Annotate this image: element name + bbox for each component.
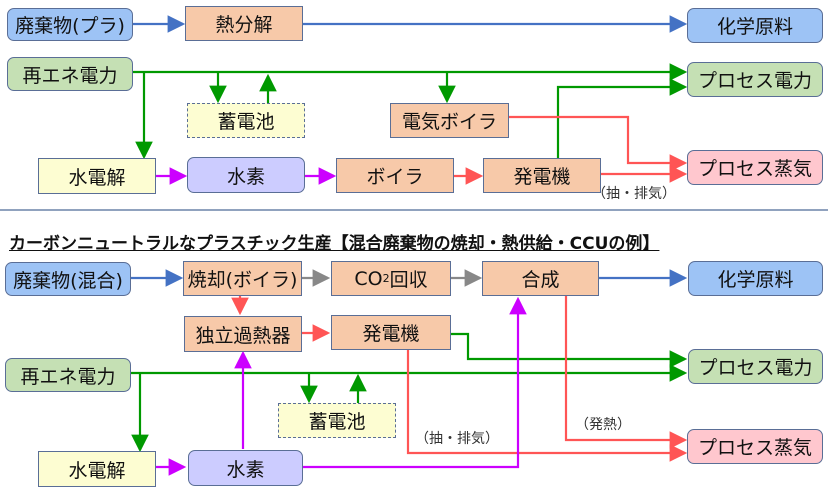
node-process-power: プロセス電力 bbox=[687, 62, 823, 97]
node-electric-boiler: 電気ボイラ bbox=[390, 103, 509, 138]
node-superheater: 独立過熱器 bbox=[184, 316, 302, 352]
node-hydrogen: 水素 bbox=[187, 157, 305, 193]
node-battery: 蓄電池 bbox=[187, 103, 305, 138]
capture-label: 回収 bbox=[389, 269, 428, 291]
node-chemical-feedstock: 化学原料 bbox=[687, 8, 823, 43]
note-extraction: （抽・排気） bbox=[592, 186, 676, 202]
arrow-synthesis-to-steam bbox=[564, 295, 688, 449]
node-synthesis: 合成 bbox=[482, 261, 599, 296]
node-generator: 発電機 bbox=[331, 315, 451, 350]
node-process-power: プロセス電力 bbox=[688, 349, 823, 384]
note-heat: （発熱） bbox=[575, 417, 631, 433]
node-electrolysis: 水電解 bbox=[38, 158, 156, 194]
section-title: カーボンニュートラルなプラスチック生産【混合廃棄物の焼却・熱供給・CCUの例】 bbox=[9, 234, 660, 254]
arrow-hydrogen-to-synthesis bbox=[303, 296, 527, 469]
co2-subscript: 2 bbox=[382, 272, 390, 285]
arrow-generator-to-steam bbox=[406, 350, 688, 462]
node-electrolysis: 水電解 bbox=[38, 451, 156, 487]
node-renewable-power: 再エネ電力 bbox=[7, 57, 133, 91]
node-boiler: ボイラ bbox=[336, 158, 454, 193]
note-extraction: （抽・排気） bbox=[415, 431, 499, 447]
node-pyrolysis: 熱分解 bbox=[185, 6, 303, 41]
arrow-generator-to-process-power bbox=[451, 332, 688, 368]
node-hydrogen: 水素 bbox=[188, 450, 303, 486]
co2-label: CO bbox=[354, 267, 383, 290]
node-process-steam: プロセス蒸気 bbox=[687, 429, 823, 464]
node-waste-plastic: 廃棄物(プラ) bbox=[7, 8, 133, 41]
arrow-generator-to-process-power bbox=[556, 78, 688, 158]
node-generator: 発電機 bbox=[483, 158, 601, 193]
node-battery: 蓄電池 bbox=[278, 403, 396, 438]
arrow-electric-boiler-to-steam bbox=[509, 115, 688, 172]
node-incineration: 焼却(ボイラ) bbox=[183, 261, 302, 296]
node-waste-mixed: 廃棄物(混合) bbox=[5, 262, 131, 296]
node-process-steam: プロセス蒸気 bbox=[687, 150, 823, 185]
node-renewable-power: 再エネ電力 bbox=[5, 358, 131, 392]
node-chemical-feedstock: 化学原料 bbox=[688, 261, 823, 296]
